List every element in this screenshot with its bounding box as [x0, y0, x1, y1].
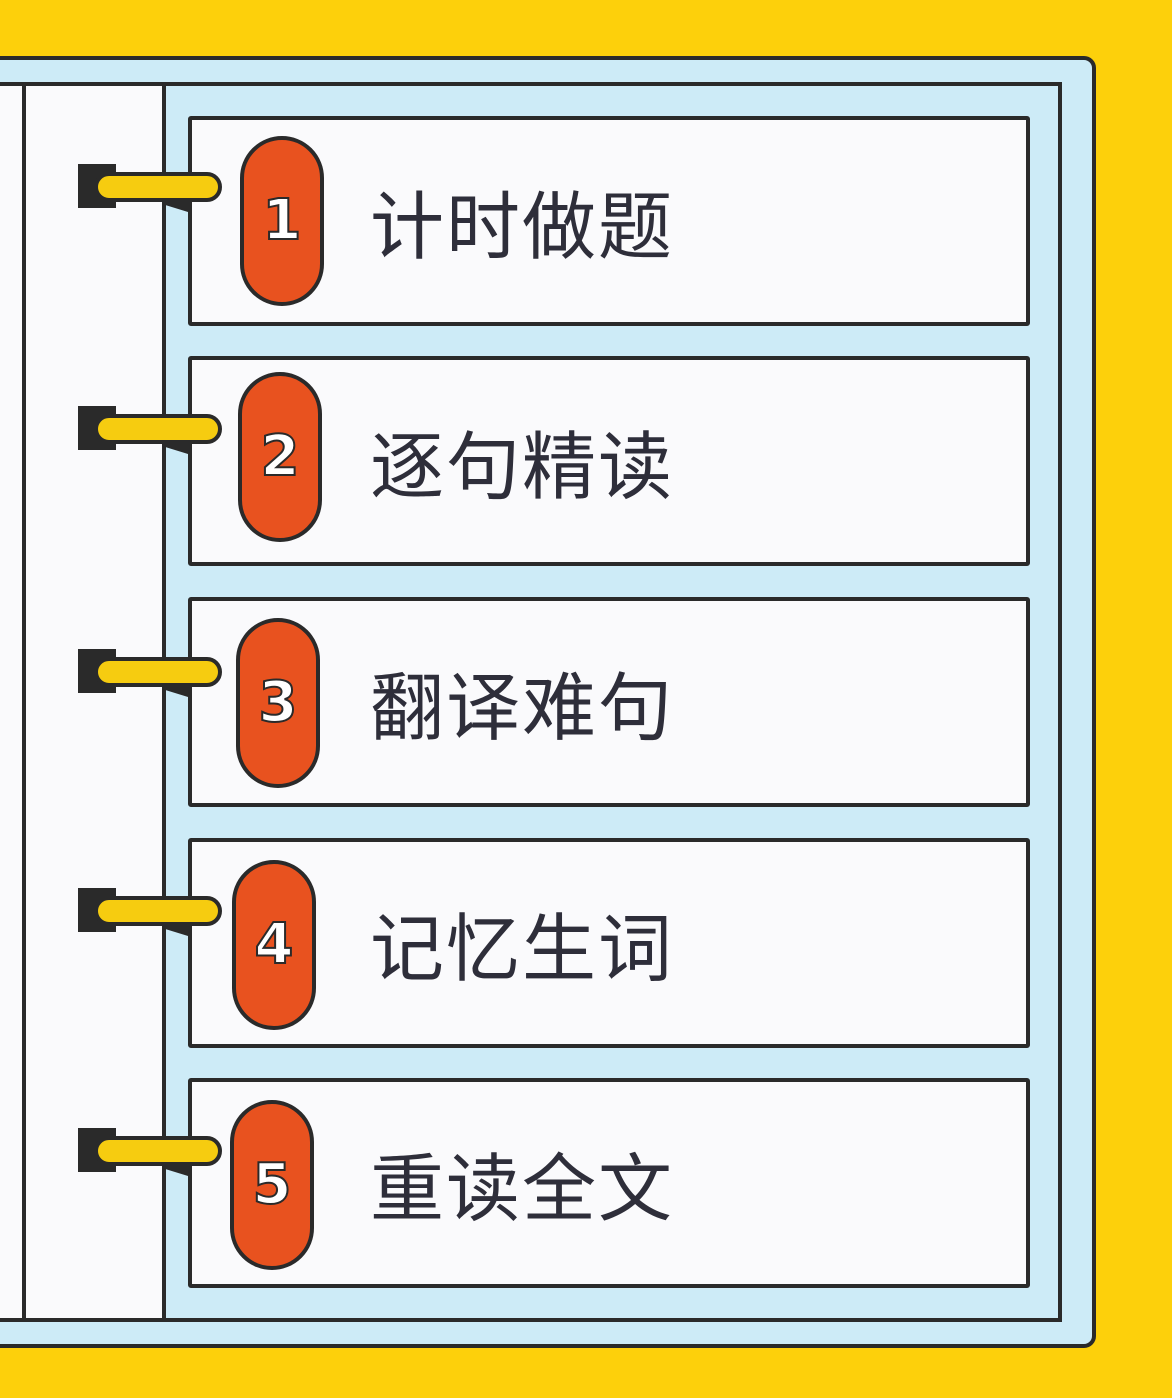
binder-ring-icon: [78, 888, 222, 936]
step-card-4: 记忆生词: [188, 838, 1030, 1048]
binder-ring-icon: [78, 1128, 222, 1176]
step-label-1: 计时做题: [370, 184, 674, 271]
step-number-3: 3: [258, 670, 299, 735]
notebook-spine-edge: [0, 82, 26, 1322]
step-number-badge-3: 3: [236, 618, 320, 788]
step-number-badge-1: 1: [240, 136, 324, 306]
binder-ring-icon: [78, 164, 222, 212]
step-number-5: 5: [252, 1152, 293, 1217]
step-number-badge-2: 2: [238, 372, 322, 542]
binder-ring-icon: [78, 649, 222, 697]
step-card-3: 翻译难句: [188, 597, 1030, 807]
binder-ring-icon: [78, 406, 222, 454]
step-number-4: 4: [254, 912, 295, 977]
step-card-2: 逐句精读: [188, 356, 1030, 566]
step-number-2: 2: [260, 424, 301, 489]
step-number-badge-4: 4: [232, 860, 316, 1030]
step-label-4: 记忆生词: [370, 906, 674, 993]
step-label-5: 重读全文: [370, 1146, 674, 1233]
step-number-1: 1: [262, 188, 303, 253]
step-number-badge-5: 5: [230, 1100, 314, 1270]
step-label-2: 逐句精读: [370, 424, 674, 511]
step-label-3: 翻译难句: [370, 665, 674, 752]
step-card-5: 重读全文: [188, 1078, 1030, 1288]
notebook-spine: [26, 82, 166, 1322]
step-card-1: 计时做题: [188, 116, 1030, 326]
